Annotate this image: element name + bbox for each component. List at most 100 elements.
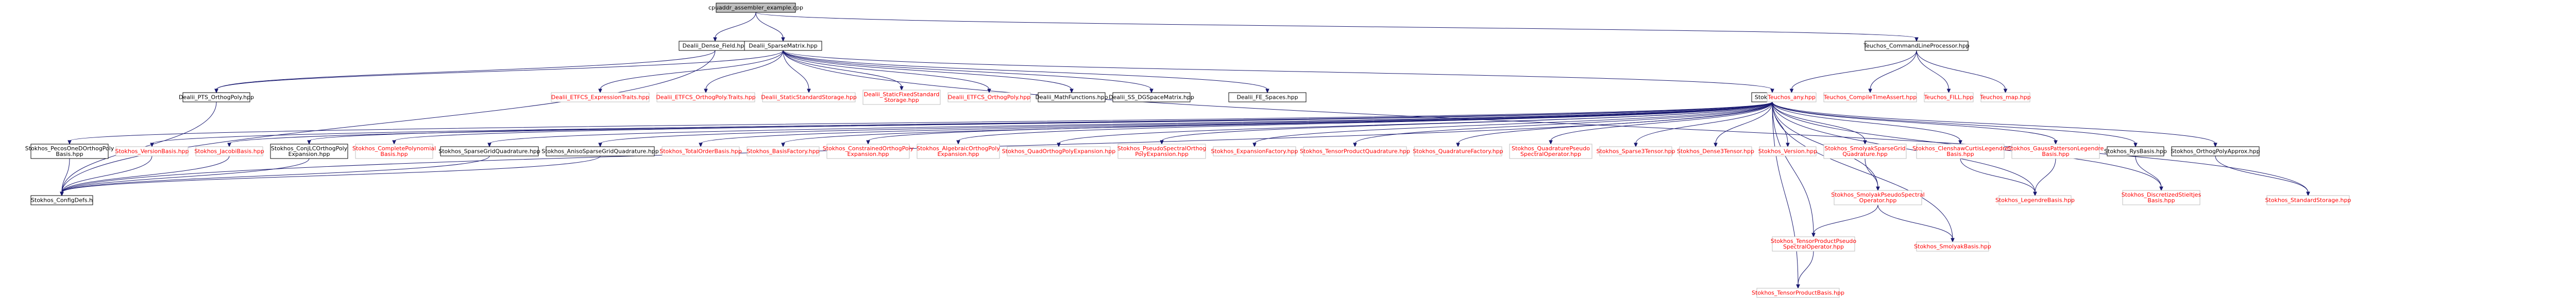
node-quad-exp: Stokhos_QuadOrthogPolyExpansion.hpp <box>1002 146 1115 156</box>
node-version-basis: Stokhos_VersionBasis.hpp <box>115 146 189 156</box>
node-std-storage: Dealii_StaticStandardStorage.hpp <box>761 92 857 102</box>
node-label: Teuchos_map.hpp <box>1979 94 2030 101</box>
edge-teuchos_cstr-to-teuchos_fiu <box>1916 50 1951 94</box>
node-label: Stokhos_QuadraturePseudo <box>1512 145 1590 152</box>
nodes: cpuaddr_assembler_example.cppDealii_Dens… <box>25 3 2351 298</box>
edge-stokhos-to-tpq <box>1353 101 1773 148</box>
node-version: Stokhos_Version.hpp <box>1758 146 1817 156</box>
node-label: Dealii_FE_Spaces.hpp <box>1236 94 1298 101</box>
edge-stokhos-to-constrained <box>866 101 1773 145</box>
node-label: Stokhos_GaussPattersonLegendre <box>2008 145 2104 152</box>
edge-stokhos-to-smolyak_basis <box>1772 101 1955 243</box>
node-label: Stokhos_QuadOrthogPolyExpansion.hpp <box>1002 148 1115 155</box>
edge-smolyak_sparse-to-smolyak_pseudo <box>1865 158 1880 191</box>
edge-stokhos-to-clenshaw <box>1772 101 1962 145</box>
node-ortho-traits: Dealii_ETFCS_OrthogPoly.Traits.hpp <box>656 92 756 102</box>
edge-stokhos-to-jacobi_basis <box>227 101 1773 148</box>
node-label: Stokhos_RysBasis.hpp <box>2104 148 2167 155</box>
node-teuchos-cstr[interactable]: Teuchos_CommandLineProcessor.hpp <box>1863 41 1970 51</box>
node-label: SpectralOperator.hpp <box>1783 243 1844 250</box>
node-orthog-approx[interactable]: Stokhos_OrthogPolyApprox.hpp <box>2171 146 2260 156</box>
edge-stokhos-to-version <box>1772 101 1790 148</box>
node-fe-spaces[interactable]: Dealii_FE_Spaces.hpp <box>1228 92 1307 102</box>
node-label: Dealii_StaticStandardStorage.hpp <box>761 94 857 101</box>
node-label: Stokhos_DiscretizedStieltjes <box>2122 191 2201 198</box>
node-label: Stokhos_Version.hpp <box>1758 148 1817 155</box>
node-sparse-matrix[interactable]: Dealii_SparseMatrix.hpp <box>744 41 822 51</box>
node-label: Basis.hpp <box>56 151 83 157</box>
node-label: Operator.hpp <box>1859 197 1897 204</box>
edge-jacobi_basis-to-config <box>60 155 230 197</box>
node-expression: Dealii_ETFCS_ExpressionTraits.hpp <box>551 92 650 102</box>
node-label: Basis.hpp <box>380 151 408 157</box>
node-label: Teuchos_any.hpp <box>1767 94 1816 101</box>
node-teuchos-compile: Teuchos_CompileTimeAssert.hpp <box>1823 92 1917 102</box>
node-label: Stokhos_TensorProductBasis.hpp <box>1752 290 1844 296</box>
node-label: Stokhos_ConfigDefs.h <box>31 197 93 204</box>
node-label: Stokhos_ConjLCOrthogPoly <box>271 145 348 152</box>
node-rys[interactable]: Stokhos_RysBasis.hpp <box>2104 146 2167 156</box>
edge-sparse_grid-to-config <box>60 155 490 197</box>
node-label: Dealii_ETFCS_OrthogPoly.Traits.hpp <box>656 94 755 101</box>
edge-sparse_matrix-to-expression <box>598 50 784 94</box>
node-label: Stokhos_TensorProductPseudo <box>1771 238 1857 244</box>
node-tpq: Stokhos_TensorProductQuadrature.hpp <box>1300 146 1410 156</box>
node-quad-factory: Stokhos_QuadratureFactory.hpp <box>1413 146 1503 156</box>
edge-stokhos-to-rys <box>1772 101 2138 148</box>
node-label: Stokhos_JacobiBasis.hpp <box>194 148 264 155</box>
edge-smolyak_pseudo-to-tp_pseudo <box>1811 204 1878 238</box>
node-ssgs[interactable]: Dealii_SS_DGSpaceMatrix.hpp <box>1109 92 1194 102</box>
node-teuchos-any: Teuchos_any.hpp <box>1767 92 1817 102</box>
node-label: Stokhos_SmolyakBasis.hpp <box>1914 243 1991 250</box>
node-label: Expansion.hpp <box>937 151 979 157</box>
node-config[interactable]: Stokhos_ConfigDefs.h <box>30 195 93 205</box>
node-sparse3: Stokhos_Sparse3Tensor.hpp <box>1596 146 1675 156</box>
node-sparse-grid[interactable]: Stokhos_SparseGridQuadrature.hpp <box>438 146 540 156</box>
edge-sparse_matrix-to-ssgs <box>783 50 1154 94</box>
edge-root-to-dense_field <box>713 12 756 42</box>
node-label: Storage.hpp <box>884 97 919 103</box>
edge-orthog_approx-to-standard_storage <box>2215 155 2310 197</box>
edge-stokhos-to-gauss_patterson <box>1772 101 2058 145</box>
edge-sparse_matrix-to-stokhos <box>783 50 1774 94</box>
node-math-fn[interactable]: Dealii_MathFunctions.hpp <box>1035 92 1108 102</box>
edge-stokhos-to-exp_factory <box>1252 101 1773 148</box>
edge-stokhos-to-sparse_grid <box>487 101 1773 148</box>
node-label: Stokhos_BasisFactory.hpp <box>747 148 819 155</box>
node-basis-factory: Stokhos_BasisFactory.hpp <box>747 146 820 156</box>
node-label: Stokhos_VersionBasis.hpp <box>115 148 189 155</box>
edge-sparse_matrix-to-math_fn <box>783 50 1074 94</box>
node-label: Stokhos_AlgebraicOrthogPoly <box>917 145 1000 152</box>
node-legendre: Stokhos_LegendreBasis.hpp <box>1995 195 2075 205</box>
edge-stokhos-to-sparse3 <box>1634 101 1773 148</box>
node-label: Stokhos_ConstrainedOrthogPoly <box>823 145 914 152</box>
node-label: Teuchos_FILL.hpp <box>1924 94 1974 101</box>
node-label: Expansion.hpp <box>288 151 330 157</box>
node-anisotropic[interactable]: Stokhos_AnisoSparseGridQuadrature.hpp <box>541 146 659 156</box>
node-label: Stokhos_TensorProductQuadrature.hpp <box>1300 148 1410 155</box>
node-label: Stokhos_Sparse3Tensor.hpp <box>1596 148 1675 155</box>
node-label: Dealii_PTS_OrthogPoly.hpp <box>179 94 254 101</box>
node-label: Stokhos_LegendreBasis.hpp <box>1995 197 2075 204</box>
node-label: Stokhos_PseudoSpectralOrthog <box>1117 145 1207 152</box>
edge-rys-to-discretized <box>2135 155 2163 191</box>
node-label: Basis.hpp <box>2147 197 2175 204</box>
node-tp-pseudo: Stokhos_TensorProductPseudoSpectralOpera… <box>1771 236 1857 252</box>
node-label: Stokhos_StandardStorage.hpp <box>2265 197 2351 204</box>
node-label: Stokhos_TotalOrderBasis.hpp <box>659 148 742 155</box>
edge-sparse_matrix-to-standard_storage <box>783 50 2310 197</box>
node-label: Dealii_ETFCS_OrthogPoly.hpp <box>948 94 1030 101</box>
node-label: Stokhos_Dense3Tensor.hpp <box>1677 148 1754 155</box>
node-label: PolyExpansion.hpp <box>1135 151 1189 157</box>
node-dense-field[interactable]: Dealii_Dense_Field.hpp <box>679 41 752 51</box>
node-total-order: Stokhos_TotalOrderBasis.hpp <box>659 146 742 156</box>
node-pseudo-spectral: Stokhos_PseudoSpectralOrthogPolyExpansio… <box>1117 144 1207 159</box>
node-label: Stokhos_CompletePolynomial <box>352 145 436 152</box>
node-pts-h[interactable]: Dealii_PTS_OrthogPoly.hpp <box>179 92 254 102</box>
edge-teuchos_cstr-to-teuchos_map <box>1916 50 2008 94</box>
